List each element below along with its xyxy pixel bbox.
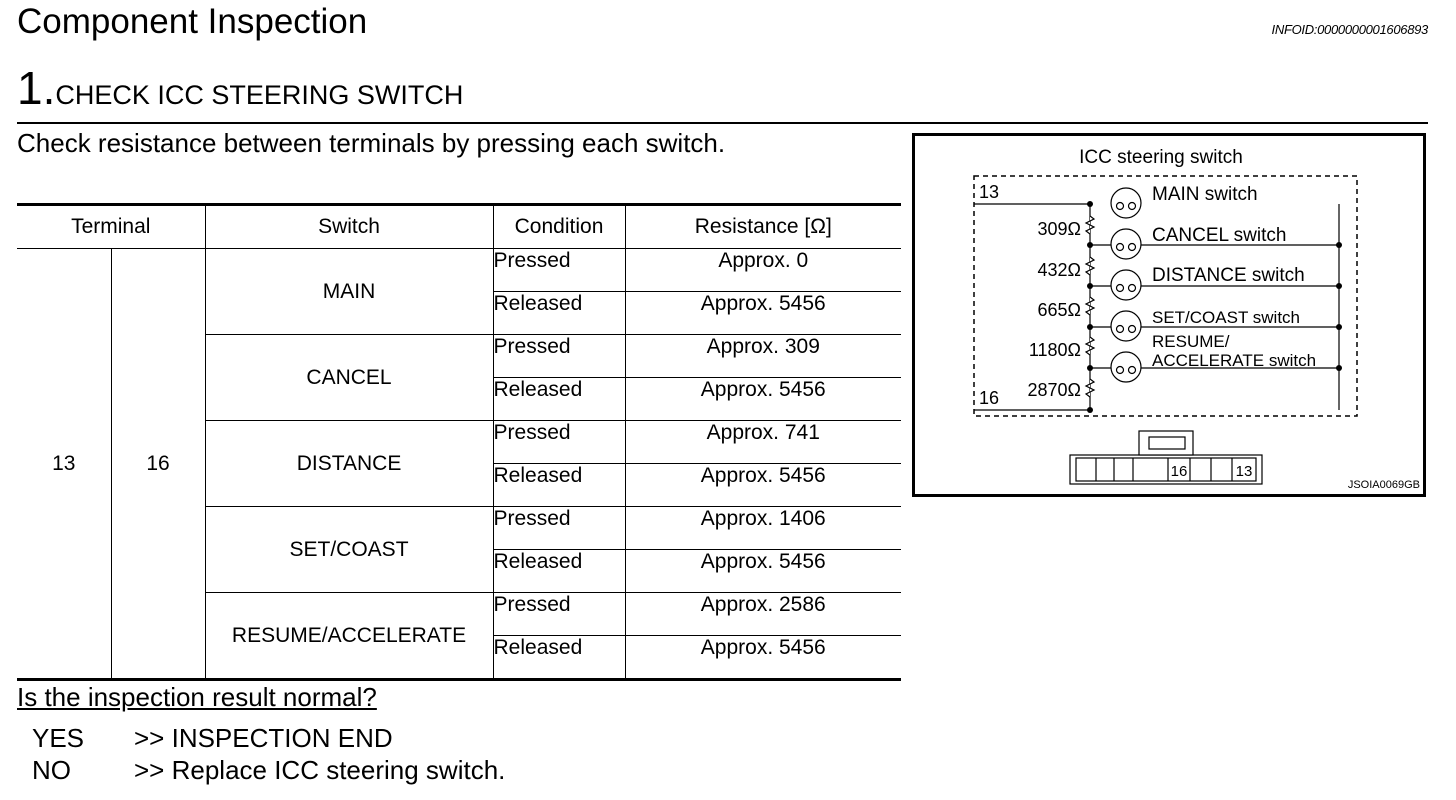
switch-enclosure <box>973 175 1358 417</box>
table-row: Released Approx. 5456 <box>17 291 902 335</box>
resistor-zigzags <box>1084 215 1096 398</box>
switch-cell: CANCEL <box>205 334 494 421</box>
connector-pin-16: 16 <box>1171 463 1188 480</box>
info-id: INFOID:0000000001606893 <box>1271 22 1429 37</box>
terminal-16-label: 16 <box>979 388 999 408</box>
header-switch: Switch <box>204 204 494 249</box>
terminal-13-label: 13 <box>979 182 999 202</box>
table-row: Released Approx. 5456 <box>17 377 902 421</box>
resistance-cell: Approx. 5456 <box>624 463 902 507</box>
resistance-cell: Approx. 5456 <box>624 549 902 593</box>
resistance-cell: Approx. 5456 <box>624 291 902 335</box>
circuit-figure: ICC steering switch 13 16 309Ω 432Ω 665Ω… <box>912 133 1426 497</box>
question-text: Is the inspection result normal? <box>17 682 377 712</box>
switch-cell: MAIN <box>204 248 494 335</box>
resistance-cell: Approx. 5456 <box>624 635 902 680</box>
answer-no-key: NO <box>32 755 71 785</box>
condition-cell: Pressed <box>492 592 626 636</box>
switch-contacts <box>1110 187 1142 383</box>
resistance-cell: Approx. 741 <box>624 420 902 464</box>
switch-label-cancel: CANCEL switch <box>1152 225 1286 246</box>
table-row: Released Approx. 5456 <box>17 549 902 593</box>
switch-cell: SET/COAST <box>205 506 494 593</box>
switch-label-distance: DISTANCE switch <box>1152 265 1305 286</box>
table-row: RESUME/ACCELERATE Pressed Approx. 2586 <box>17 592 902 680</box>
switch-cell: DISTANCE <box>205 420 494 507</box>
page-title: Component Inspection <box>17 2 368 41</box>
figure-title: ICC steering switch <box>1079 147 1243 168</box>
table-row: Released Approx. 5456 <box>17 635 902 680</box>
table-row: CANCEL Pressed Approx. 309 <box>17 334 902 421</box>
resistance-cell: Approx. 309 <box>624 334 902 378</box>
step-number: 1. <box>17 62 56 114</box>
answer-yes-value: >> INSPECTION END <box>134 723 393 753</box>
resistance-cell: Approx. 5456 <box>624 377 902 421</box>
switch-cell: RESUME/ACCELERATE <box>205 592 494 680</box>
resistor-label: 2870Ω <box>1028 380 1082 400</box>
header-resistance: Resistance [Ω] <box>624 204 902 249</box>
condition-cell: Pressed <box>492 334 626 378</box>
switch-label-main: MAIN switch <box>1152 184 1258 205</box>
resistor-label: 432Ω <box>1038 260 1082 280</box>
condition-cell: Pressed <box>492 420 626 464</box>
table-row: SET/COAST Pressed Approx. 1406 <box>17 506 902 593</box>
header-condition: Condition <box>492 204 626 249</box>
condition-cell: Pressed <box>492 506 626 550</box>
switch-label-resume: RESUME/ <box>1152 332 1230 351</box>
switch-label-setcoast: SET/COAST switch <box>1152 308 1300 327</box>
header-terminal: Terminal <box>17 204 206 249</box>
instruction-text: Check resistance between terminals by pr… <box>17 128 726 158</box>
resistor-label: 1180Ω <box>1029 340 1081 360</box>
heading-rule <box>17 122 1428 124</box>
answer-no-value: >> Replace ICC steering switch. <box>134 755 506 785</box>
connector-pin-13: 13 <box>1236 463 1253 480</box>
resistor-label: 665Ω <box>1038 300 1082 320</box>
step-title: CHECK ICC STEERING SWITCH <box>55 80 464 110</box>
terminal-b-cell: 16 <box>110 248 206 680</box>
condition-cell: Released <box>493 463 626 507</box>
circuit-diagram: ICC steering switch 13 16 309Ω 432Ω 665Ω… <box>973 147 1420 491</box>
table-row: 13 16 MAIN Pressed Approx. 0 <box>17 248 902 680</box>
switch-label-accelerate: ACCELERATE switch <box>1152 351 1316 370</box>
junction-dots <box>1087 201 1342 413</box>
figure-code: JSOIA0069GB <box>1348 479 1420 491</box>
step-heading: 1.CHECK ICC STEERING SWITCH <box>17 62 463 126</box>
terminal-a-cell: 13 <box>17 248 112 680</box>
table-header-row: Terminal Switch Condition Resistance [Ω] <box>17 204 902 249</box>
resistance-cell: Approx. 0 <box>624 248 902 292</box>
condition-cell: Released <box>493 291 626 335</box>
condition-cell: Released <box>493 549 626 593</box>
resistor-label: 309Ω <box>1038 219 1082 239</box>
condition-cell: Pressed <box>492 248 626 292</box>
condition-cell: Released <box>493 377 626 421</box>
resistance-table: Terminal Switch Condition Resistance [Ω]… <box>17 203 902 681</box>
answer-yes-key: YES <box>32 723 85 753</box>
resistance-cell: Approx. 1406 <box>624 506 902 550</box>
table-row: Released Approx. 5456 <box>17 463 902 507</box>
resistance-cell: Approx. 2586 <box>624 592 902 636</box>
connector <box>1069 430 1263 485</box>
condition-cell: Released <box>493 635 626 680</box>
